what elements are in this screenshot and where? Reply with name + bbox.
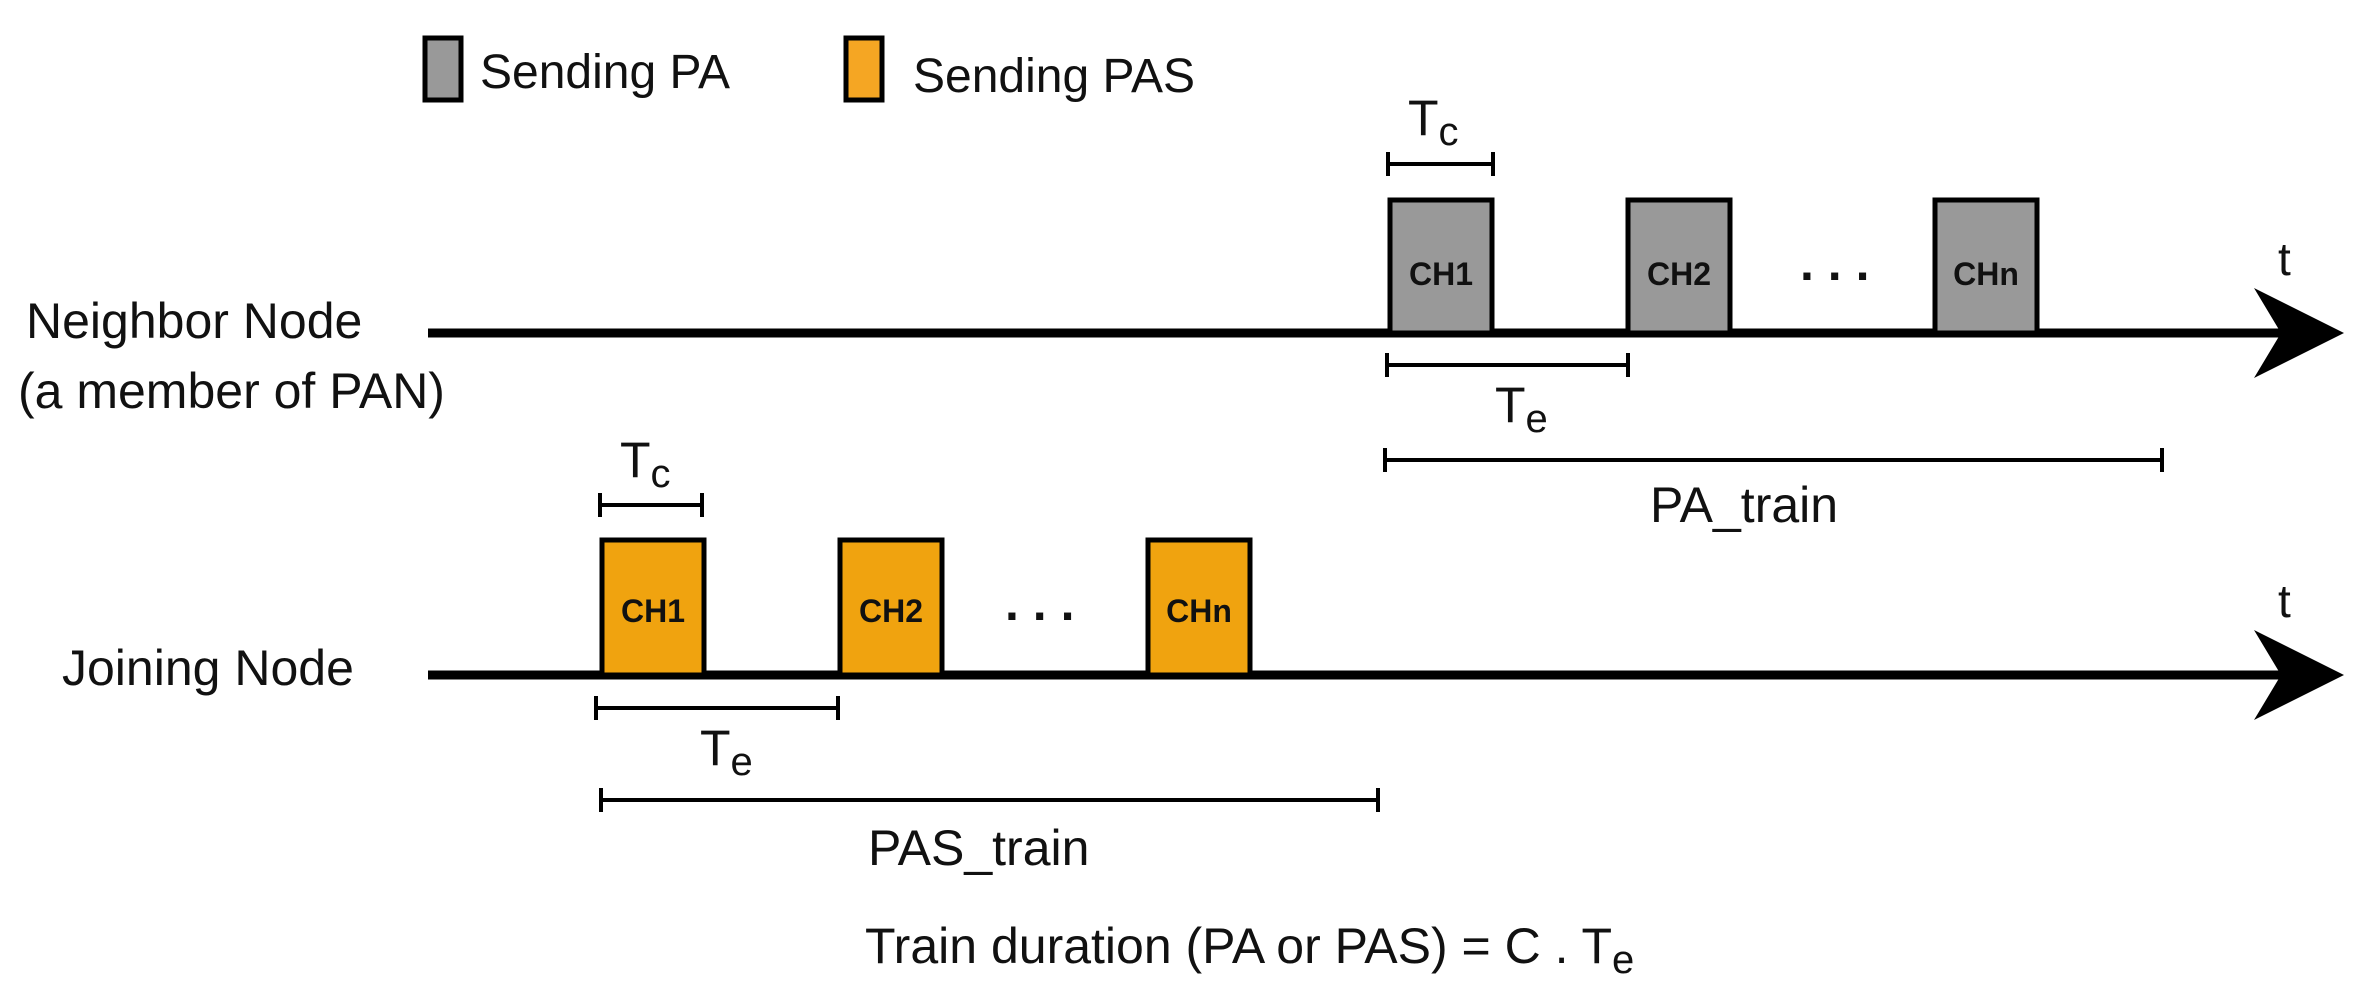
joining-slot-ch1-label: CH1 [621, 593, 685, 629]
joining-slot-ch1 [599, 537, 707, 678]
joining-axis-t-label: t [2278, 575, 2291, 627]
neighbor-slot-ch2-label: CH2 [1647, 256, 1711, 292]
joining-train-bracket [599, 788, 1380, 812]
neighbor-te-bracket [1385, 353, 1630, 377]
joining-slot-ch2 [837, 537, 945, 678]
joining-te-label: Te [700, 720, 753, 784]
legend-pa-swatch [422, 35, 464, 103]
neighbor-slot-ch1 [1387, 197, 1495, 336]
neighbor-slot-ch2 [1625, 197, 1733, 336]
joining-node-label: Joining Node [62, 640, 354, 696]
neighbor-slot-chn [1932, 197, 2040, 336]
neighbor-te-label: Te [1495, 377, 1548, 441]
legend: Sending PA Sending PAS [422, 35, 1195, 103]
joining-tc-label: Tc [620, 432, 671, 496]
neighbor-train-bracket [1383, 448, 2164, 472]
joining-te-bracket [594, 696, 840, 720]
neighbor-slot-ch1-label: CH1 [1409, 256, 1473, 292]
neighbor-tc-bracket [1386, 152, 1495, 176]
joining-tc-bracket [598, 493, 704, 517]
neighbor-tc-label: Tc [1408, 90, 1459, 154]
joining-slot-chn-label: CHn [1166, 593, 1232, 629]
joining-slot-ch2-label: CH2 [859, 593, 923, 629]
neighbor-node-sublabel: (a member of PAN) [18, 363, 445, 419]
legend-pa-label: Sending PA [480, 46, 730, 99]
neighbor-slot-chn-label: CHn [1953, 256, 2019, 292]
legend-pas-swatch [843, 35, 885, 103]
neighbor-axis-t-label: t [2278, 233, 2291, 285]
neighbor-train-label: PA_train [1650, 477, 1838, 533]
joining-ellipsis: . . . [1005, 575, 1074, 631]
joining-train-label: PAS_train [868, 820, 1089, 876]
joining-slot-chn [1145, 537, 1253, 678]
neighbor-node-label: Neighbor Node [26, 293, 362, 349]
legend-pas-label: Sending PAS [913, 50, 1195, 103]
neighbor-ellipsis: . . . [1800, 235, 1869, 291]
joining-node-row: Joining Node t Tc CH1 CH2 . . . CHn Te [62, 432, 2344, 876]
neighbor-node-row: Neighbor Node (a member of PAN) t Tc CH1… [18, 90, 2344, 533]
train-duration-formula: Train duration (PA or PAS) = C . Te [865, 918, 1634, 982]
